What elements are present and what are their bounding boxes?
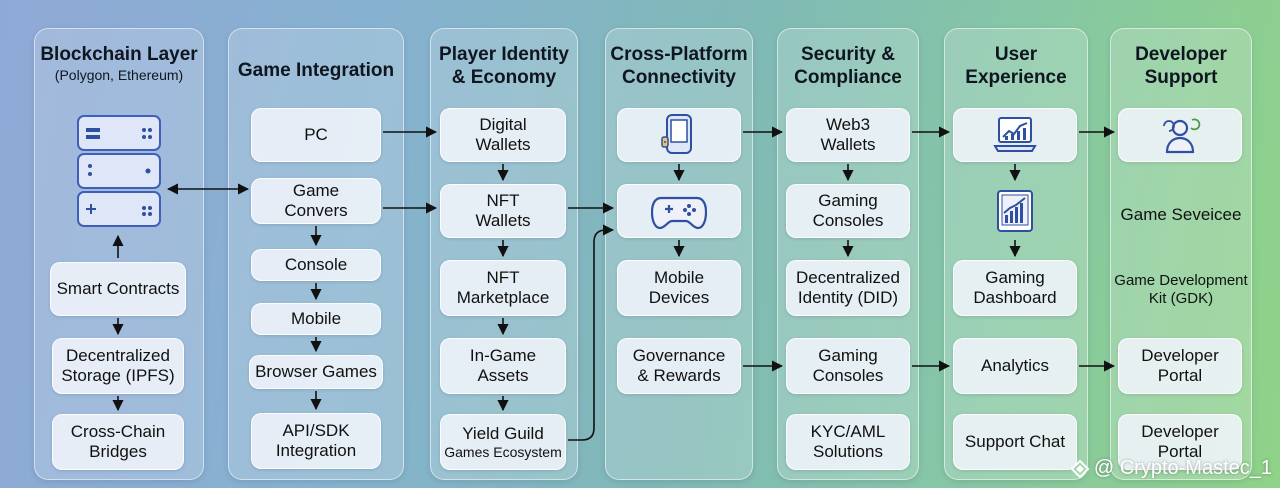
analytics-box: Analytics <box>953 338 1077 394</box>
column-developer-support: Developer Support <box>1110 28 1252 480</box>
watermark: @ Crypto-Mastec_1 <box>1070 457 1272 480</box>
decentralized-storage-box: Decentralized Storage (IPFS) <box>52 338 184 394</box>
nft-marketplace-box: NFT Marketplace <box>440 260 566 316</box>
column-user-experience: User Experience <box>944 28 1088 480</box>
handheld-device-icon <box>661 114 692 154</box>
handheld-device-box <box>617 108 741 162</box>
column-cross-platform: Cross-Platform Connectivity <box>605 28 753 480</box>
column-title: Security & Compliance <box>794 44 902 88</box>
cross-chain-bridges-box: Cross-Chain Bridges <box>52 414 184 470</box>
gaming-consoles-box: Gaming Consoles <box>786 184 910 238</box>
game-services-label: Game Seveicee <box>1120 205 1242 224</box>
developer-portal-box: Developer Portal <box>1118 338 1242 394</box>
in-game-assets-box: In-Game Assets <box>440 338 566 394</box>
laptop-chart-box <box>953 108 1077 162</box>
tablet-chart-icon <box>997 190 1033 232</box>
watermark-text: @ Crypto-Mastec_1 <box>1093 457 1272 479</box>
column-title: Player Identity & Economy <box>439 44 569 88</box>
browser-games-box: Browser Games <box>249 355 383 389</box>
column-title: Blockchain Layer <box>40 44 198 65</box>
diamond-logo-icon <box>1070 459 1090 478</box>
gamepad-box <box>617 184 741 238</box>
yield-guild-box: Yield Guild Games Ecosystem <box>440 414 566 470</box>
governance-rewards-box: Governance & Rewards <box>617 338 741 394</box>
digital-wallets-box: Digital Wallets <box>440 108 566 162</box>
console-box: Console <box>251 249 381 281</box>
mobile-box: Mobile <box>251 303 381 335</box>
api-sdk-box: API/SDK Integration <box>251 413 381 469</box>
game-convers-box: Game Convers <box>251 178 381 224</box>
column-player-identity: Player Identity & Economy <box>430 28 578 480</box>
decentralized-identity-box: Decentralized Identity (DID) <box>786 260 910 316</box>
gaming-consoles-2-box: Gaming Consoles <box>786 338 910 394</box>
column-title: User Experience <box>965 44 1067 88</box>
yield-guild-sublabel: Games Ecosystem <box>444 443 562 460</box>
column-title: Game Integration <box>237 60 395 81</box>
gdk-label: Game Development Kit (GDK) <box>1114 272 1248 307</box>
gamepad-icon <box>651 196 707 230</box>
mobile-devices-box: Mobile Devices <box>617 260 741 316</box>
yield-guild-label: Yield Guild <box>462 423 544 443</box>
laptop-chart-icon <box>993 117 1037 152</box>
support-chat-box: Support Chat <box>953 414 1077 470</box>
gaming-dashboard-box: Gaming Dashboard <box>953 260 1077 316</box>
smart-contracts-box: Smart Contracts <box>50 262 186 316</box>
pc-box: PC <box>251 108 381 162</box>
column-blockchain-layer: Blockchain Layer (Polygon, Ethereum) <box>34 28 204 480</box>
developer-portal-2-box: Developer Portal <box>1118 414 1242 470</box>
kyc-aml-box: KYC/AML Solutions <box>786 414 910 470</box>
column-title: Developer Support <box>1135 44 1227 88</box>
developer-icon-box <box>1118 108 1242 162</box>
developer-person-icon <box>1163 118 1201 154</box>
column-subtitle: (Polygon, Ethereum) <box>54 67 184 83</box>
tablet-chart-box <box>953 184 1077 238</box>
server-stack-icon <box>76 114 162 228</box>
nft-wallets-box: NFT Wallets <box>440 184 566 238</box>
column-title: Cross-Platform Connectivity <box>610 44 748 88</box>
web3-wallets-box: Web3 Wallets <box>786 108 910 162</box>
column-security: Security & Compliance <box>777 28 919 480</box>
